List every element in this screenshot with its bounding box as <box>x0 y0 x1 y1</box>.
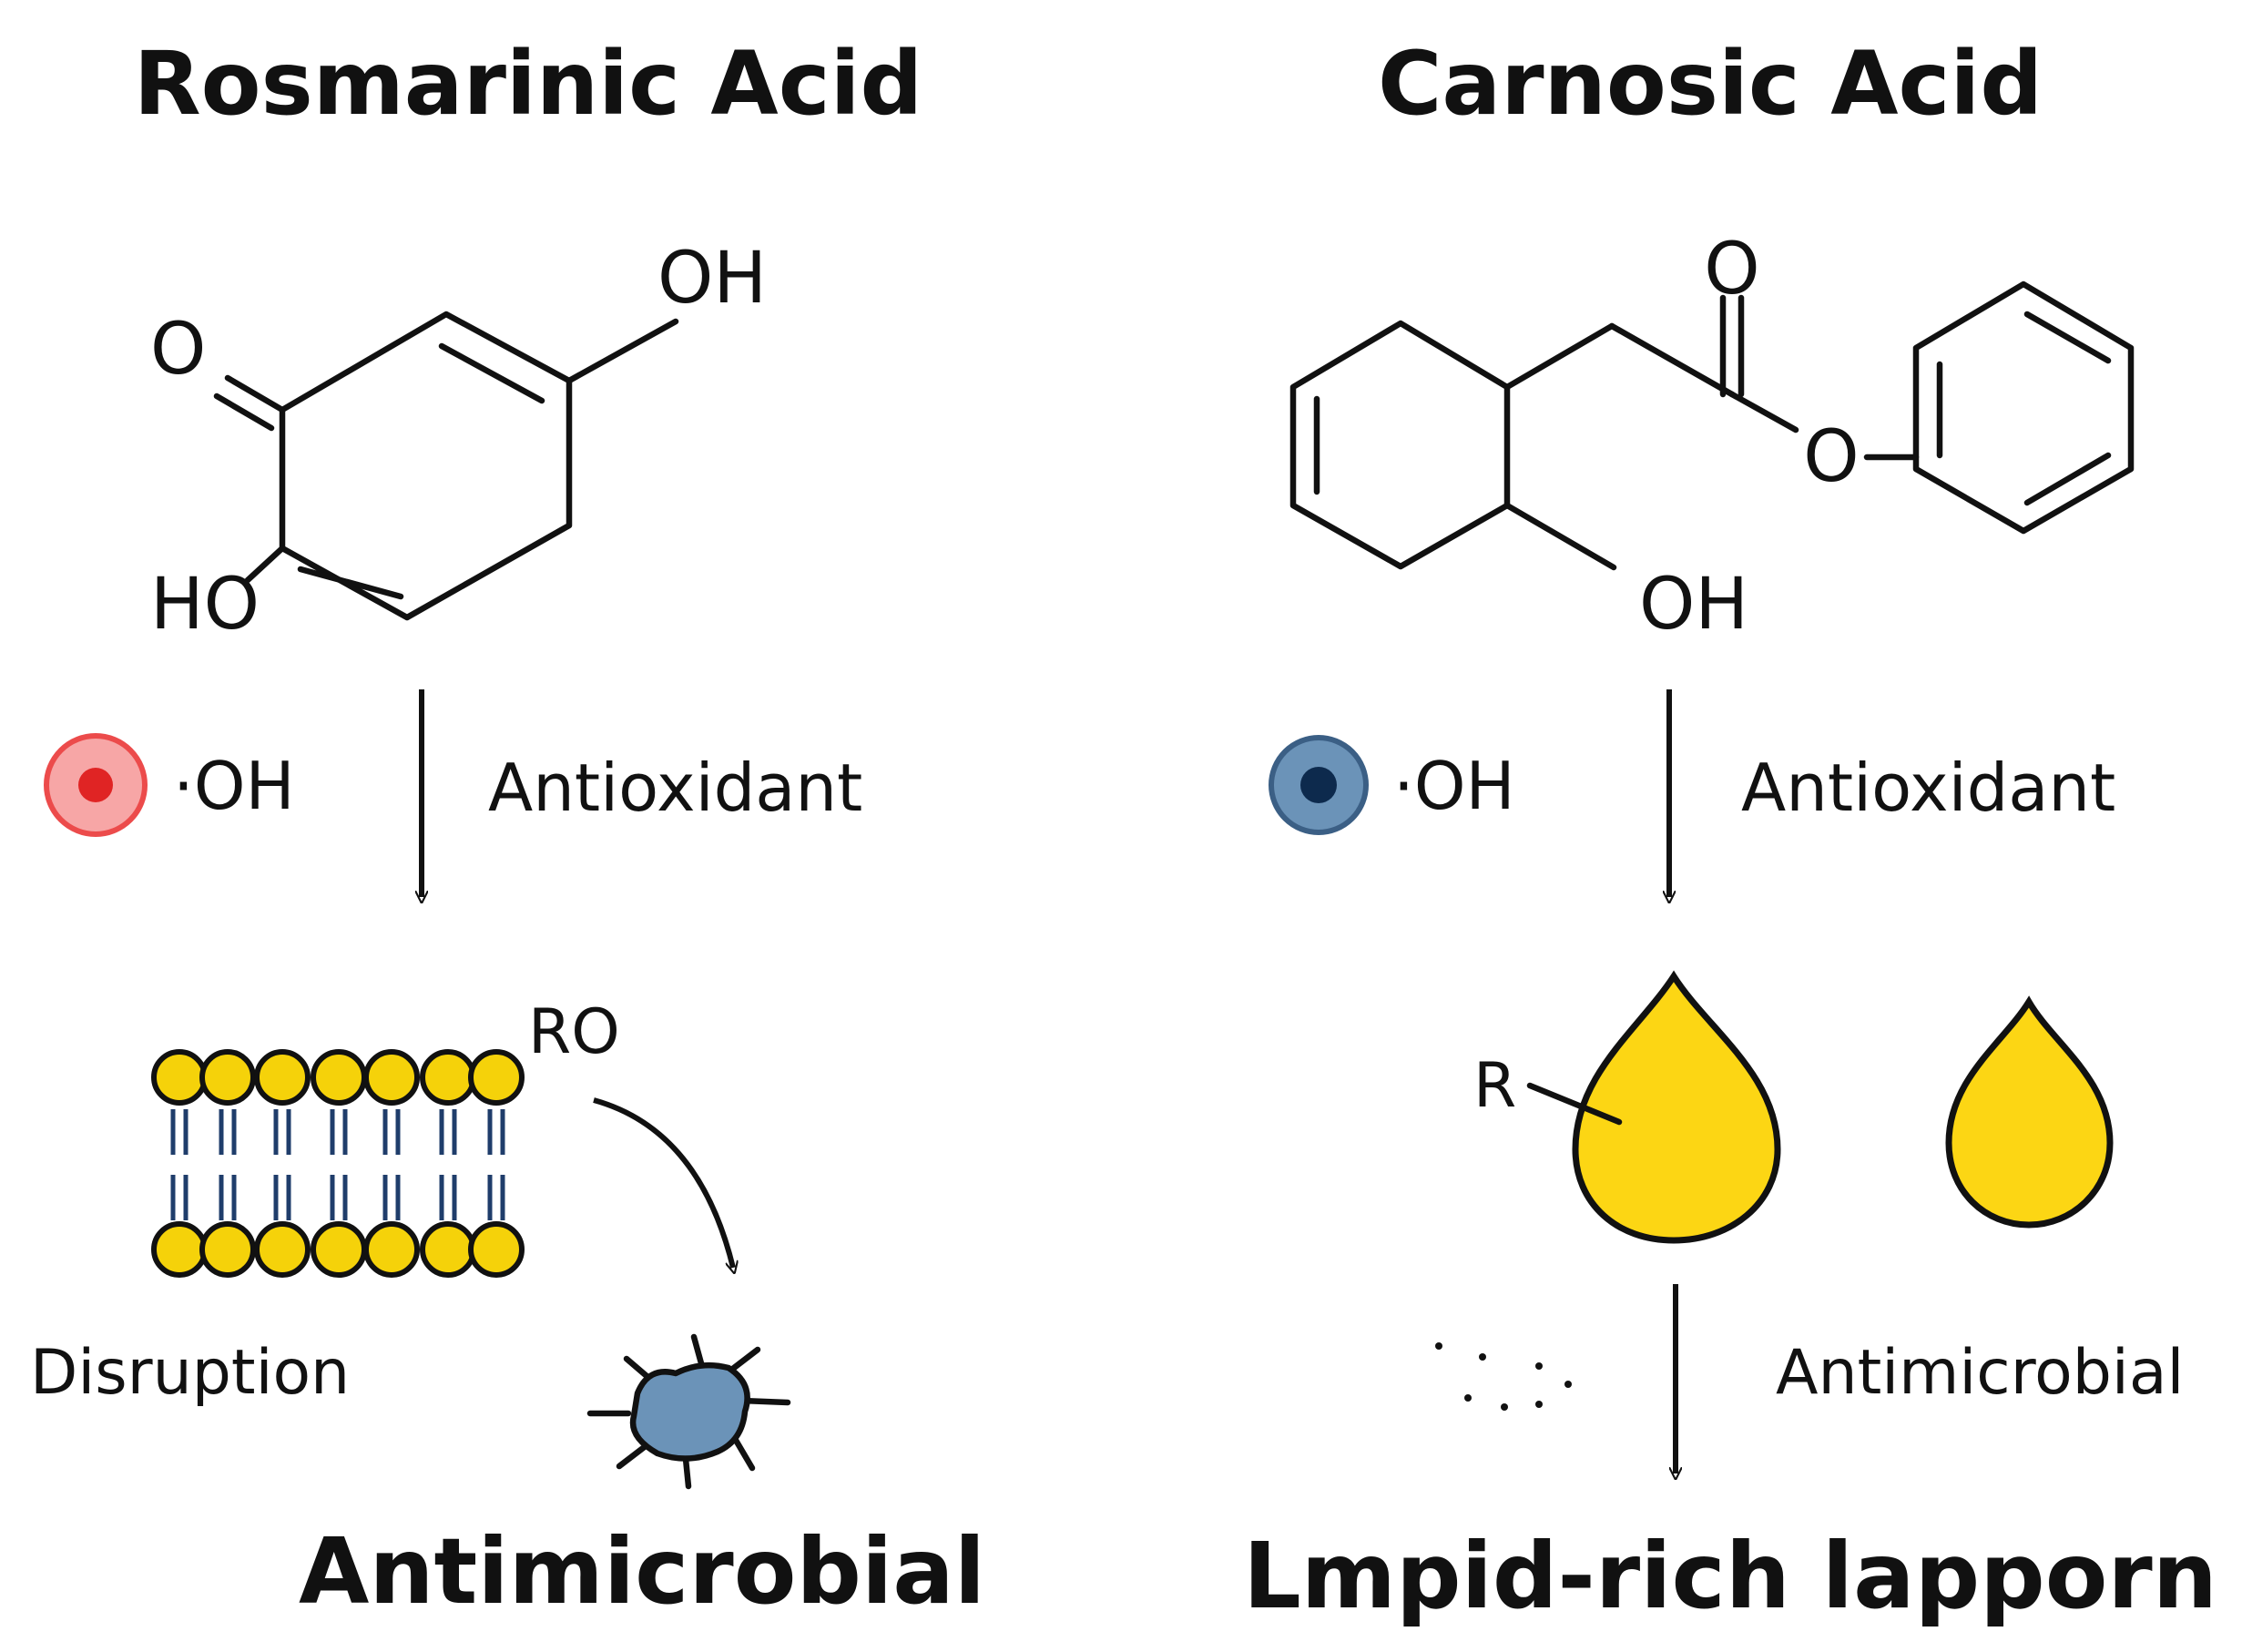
rosmarinic-panel: Rosmarinic Acid OH O HO ·OH Antioxidant … <box>30 33 985 1625</box>
carnosic-atom-oh: OH <box>1639 564 1748 646</box>
radical-core-icon <box>78 768 113 802</box>
carnosic-antimicrobial-label: Antimicrobial <box>1776 1337 2184 1409</box>
rosmarinic-keto-bond-b <box>213 393 275 432</box>
rosmarinic-antioxidant-label: Antioxidant <box>488 750 862 826</box>
rosmarinic-double-bond-top <box>438 342 545 404</box>
lipid-droplet-small-icon <box>1945 995 2114 1229</box>
carnosic-panel: Carnosic Acid O O OH ·OH Antioxidant <box>1243 33 2217 1629</box>
r-label: R <box>1473 1050 1516 1122</box>
carnosic-structure: O O OH <box>1289 229 2135 646</box>
disruption-label: Disruption <box>30 1337 350 1409</box>
rosmarinic-title: Rosmarinic Acid <box>134 33 922 135</box>
rosmarinic-ring <box>279 311 573 621</box>
scattered-dots-icon <box>1435 1342 1572 1411</box>
rosmarinic-double-bond-bottom <box>297 566 404 600</box>
carnosic-atom-o-ester: O <box>1803 416 1859 498</box>
phenyl-double-bond-2 <box>2023 311 2112 364</box>
carnosic-atom-o-carbonyl: O <box>1704 229 1759 311</box>
carnosic-antioxidant-label: Antioxidant <box>1741 750 2115 826</box>
rosmarinic-ho-bond <box>244 545 286 584</box>
carnosic-title: Carnosic Acid <box>1378 33 2043 135</box>
rosmarinic-oh-bond <box>566 318 679 384</box>
r-bond <box>1526 1082 1623 1126</box>
phenyl-double-bond-3 <box>2023 452 2112 506</box>
carnosic-oh-bond <box>1503 502 1617 571</box>
carnosic-chain-bond-2 <box>1608 322 1736 398</box>
lipid-bilayer-icon <box>151 1049 525 1278</box>
rosmarinic-atom-ho: HO <box>150 564 260 646</box>
rosmarinic-structure: OH O HO <box>150 238 767 646</box>
carnosic-chain-bond-1 <box>1503 322 1615 391</box>
rosmarinic-radical-label: ·OH <box>173 748 295 824</box>
carnosic-radical-label: ·OH <box>1393 748 1515 824</box>
carnosic-cyclohexene-ring <box>1289 320 1511 570</box>
rosmarinic-keto-bond-a <box>224 374 286 413</box>
lipid-droplet-large-icon <box>1572 970 1781 1244</box>
ro-label: RO <box>528 996 620 1068</box>
rosmarinic-atom-oh: OH <box>657 238 767 320</box>
carnosic-phenyl-ring <box>1912 280 2135 535</box>
carnosic-bottom-label: Lmpid-rich lapporn <box>1243 1523 2217 1629</box>
curved-arrow-to-microbe <box>593 1097 733 1268</box>
carnosic-ester-bond <box>1728 391 1799 433</box>
carnosic-radical: ·OH <box>1269 735 1515 835</box>
rosmarinic-atom-o: O <box>150 309 206 391</box>
rosmarinic-bottom-label: Antimicrobial <box>299 1518 985 1625</box>
microbe-icon <box>586 1333 791 1490</box>
radical-core-icon <box>1300 767 1337 803</box>
rosmarinic-radical: ·OH <box>44 733 295 837</box>
